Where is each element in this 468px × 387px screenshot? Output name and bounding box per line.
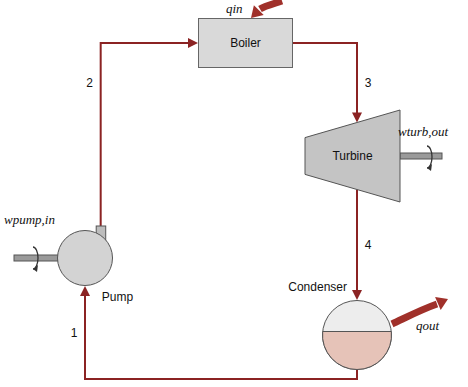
- condenser-circle-outline: [322, 300, 392, 370]
- heat-in-label: qin: [226, 1, 243, 17]
- node-name: Condenser: [288, 280, 347, 294]
- node-name: Pump: [102, 290, 133, 304]
- arrowhead: [80, 286, 90, 296]
- pipe-connector: [293, 43, 362, 122]
- state-number: 4: [364, 238, 373, 252]
- state-number: 3: [364, 76, 373, 90]
- heat-out-label: qout: [416, 318, 439, 334]
- state-number: 2: [85, 76, 94, 90]
- node-name: Boiler: [230, 36, 261, 50]
- pump-work-label: wpump,in: [4, 212, 55, 228]
- rotation-arrowhead: [427, 164, 432, 171]
- heat-arrowhead: [251, 5, 264, 18]
- turbine-shaft: [400, 153, 442, 159]
- arrowhead: [352, 290, 362, 300]
- pump-circle: Pump: [57, 230, 113, 286]
- turbine-work-label: wturb,out: [398, 124, 448, 140]
- pump-circle-outline: [57, 230, 113, 286]
- node-name: Turbine: [332, 149, 372, 163]
- heat-arrow: [260, 1, 282, 9]
- arrowhead: [188, 38, 198, 48]
- pump-shaft: [14, 255, 58, 261]
- state-number: 1: [70, 326, 79, 340]
- boiler-box: Boiler: [198, 18, 293, 68]
- pipe-connector: [80, 286, 357, 379]
- pipe-connector: [352, 190, 362, 300]
- turbine-shape: Turbine: [305, 110, 400, 202]
- pipe-connector: [101, 38, 198, 231]
- condenser-circle: Condenser: [322, 300, 392, 370]
- heat-arrowhead: [435, 297, 448, 310]
- rotation-arrowhead: [33, 265, 38, 272]
